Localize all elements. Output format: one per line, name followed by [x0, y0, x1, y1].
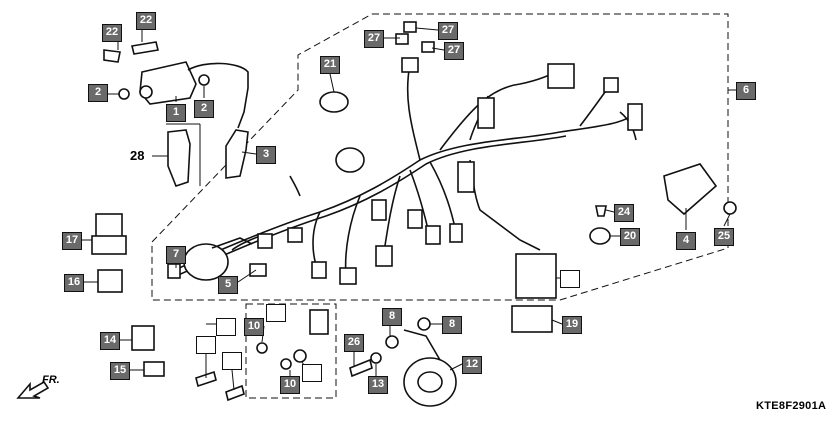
terminal-10-parts	[256, 309, 329, 370]
callout-27-b: 27	[364, 30, 384, 48]
nut-13-part	[370, 352, 382, 364]
callout-10-b: 10	[280, 376, 300, 394]
main-wire-harness	[169, 63, 641, 277]
callout-1: 1	[166, 104, 186, 122]
front-direction-arrow	[16, 380, 50, 399]
callout-22-a: 22	[136, 12, 156, 30]
callout-14: 14	[100, 332, 120, 350]
callout-blank-ecu	[560, 270, 580, 288]
callout-8-a: 8	[382, 308, 402, 326]
callout-13: 13	[368, 376, 388, 394]
callout-24: 24	[614, 204, 634, 222]
connector-5-part	[249, 263, 267, 277]
connector-19-part	[511, 305, 553, 333]
callout-blank-1	[216, 318, 236, 336]
clamp-band-21-part	[319, 91, 349, 113]
bolts-top-left	[103, 41, 210, 100]
ecu-part	[515, 253, 557, 299]
relay-14-part	[131, 325, 155, 351]
bolt-26-part	[349, 358, 373, 378]
harness-boundary-dashed	[151, 13, 729, 301]
regulator-rectifier-4-part	[663, 163, 718, 216]
screw-24-part	[595, 205, 607, 217]
plug-cap-28-part	[167, 129, 191, 187]
horn-12-part	[403, 329, 457, 407]
callout-blank-4	[266, 304, 286, 322]
callout-22-b: 22	[102, 24, 122, 42]
callout-15: 15	[110, 362, 130, 380]
callout-20: 20	[620, 228, 640, 246]
washers-8-part	[385, 317, 431, 349]
spark-plug-cap-part	[225, 129, 249, 179]
relay-16-part	[97, 269, 123, 293]
bracket-20-part	[589, 227, 611, 245]
callout-25: 25	[714, 228, 734, 246]
terminal-subgroup-boundary	[245, 303, 337, 399]
callout-6: 6	[736, 82, 756, 100]
relay-17-part	[91, 213, 127, 255]
relay-15-part	[143, 361, 165, 377]
bolts-bottom-left	[195, 370, 245, 402]
callout-27-c: 27	[444, 42, 464, 60]
bolt-25-part	[723, 201, 737, 215]
callout-27-a: 27	[438, 22, 458, 40]
callout-2-a: 2	[88, 84, 108, 102]
harness-connectors	[257, 57, 643, 285]
callout-7: 7	[166, 246, 186, 264]
callout-19: 19	[562, 316, 582, 334]
callout-3: 3	[256, 146, 276, 164]
rubber-boot-part	[167, 237, 253, 281]
callout-4: 4	[676, 232, 696, 250]
callout-10-a: 10	[244, 318, 264, 336]
callout-12: 12	[462, 356, 482, 374]
callout-blank-5	[302, 364, 322, 382]
callout-5: 5	[218, 276, 238, 294]
callout-2-b: 2	[194, 100, 214, 118]
fuse-27-parts	[395, 21, 435, 53]
callout-17: 17	[62, 232, 82, 250]
callout-16: 16	[64, 274, 84, 292]
callout-blank-2	[196, 336, 216, 354]
callout-28: 28	[130, 148, 145, 163]
callout-8-b: 8	[442, 316, 462, 334]
callout-26: 26	[344, 334, 364, 352]
ignition-coil-part	[139, 61, 249, 129]
front-direction-label: FR.	[42, 374, 60, 386]
callout-21: 21	[320, 56, 340, 74]
callout-blank-3	[222, 352, 242, 370]
figure-code: KTE8F2901A	[756, 400, 827, 412]
